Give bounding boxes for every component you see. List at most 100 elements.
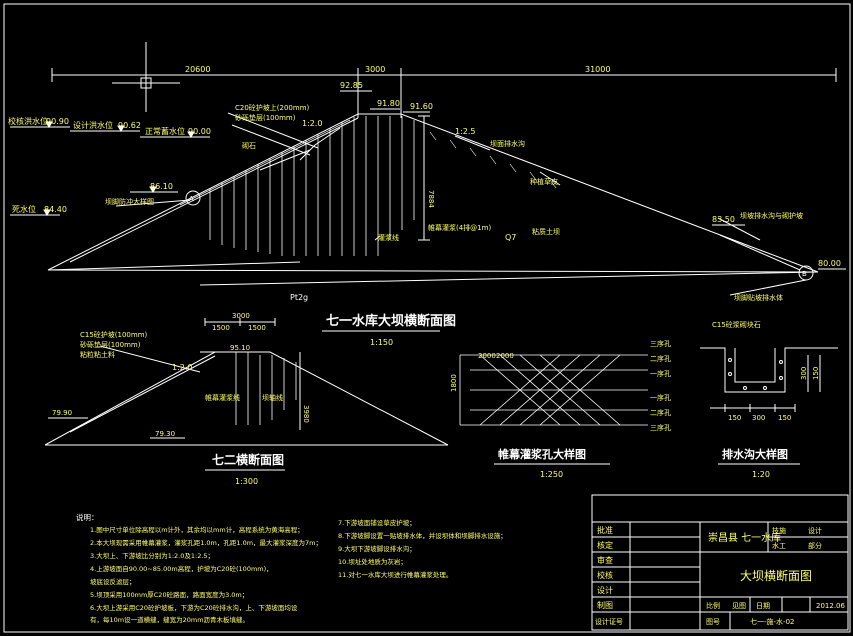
tb-check: 校核 [597, 570, 613, 580]
label-grout-line: 灌浆线 [378, 233, 399, 242]
second-concrete: C15砼护坡(100mm) [80, 330, 148, 339]
second-dim-top: 3000 [232, 312, 250, 320]
tb-draw: 制图 [597, 600, 613, 610]
label-dead-level: 死水位 [12, 204, 36, 214]
grout-dim-a: 2000 [478, 352, 496, 360]
note-6: 6.大坝上游采用C20砼护坡板，下游为C20砼排水沟，上、下游坡面均设 [90, 603, 298, 612]
second-dim-height: 3980 [302, 405, 310, 423]
drain-dim-h2: 150 [812, 367, 820, 380]
drain-dim-a: 150 [728, 414, 741, 422]
dim-height: 7884 [427, 190, 435, 208]
drain-scale: 1:20 [752, 470, 770, 479]
tb-date-val: 2012.06 [816, 602, 845, 610]
label-clay: 粘质土坝 [532, 227, 560, 236]
second-crest: 95.10 [230, 344, 250, 352]
note-9: 9.大坝下游坡脚设排水沟； [338, 544, 416, 553]
label-normal-level: 正常蓄水位 [145, 126, 185, 136]
second-title: 七二横断面图 [212, 452, 284, 467]
grout-row-3: 一序孔 [650, 369, 671, 378]
grout-row-1: 三序孔 [650, 339, 671, 348]
drain-dim-h1: 300 [800, 367, 808, 380]
note-6b: 有，每10m设一道横缝，缝宽为20mm沥青木板填缝。 [90, 615, 249, 624]
grout-row-2: 二序孔 [650, 354, 671, 363]
label-turf: 种植草皮 [530, 177, 558, 186]
second-dim-b: 1500 [248, 324, 266, 332]
value-berm: 86.10 [150, 182, 173, 191]
value-design-flood: 90.62 [118, 121, 141, 130]
label-filter: 坝坡排水沟与砌护坡 [740, 211, 803, 220]
second-scale: 1:300 [235, 477, 258, 486]
label-check-flood: 校核洪水位 [8, 116, 48, 126]
tb-project: 崇昌县 七一水库 [708, 531, 781, 544]
value-dead-level: 84.40 [44, 205, 67, 214]
label-core: Q7 [505, 233, 516, 242]
note-3: 3.大坝上、下游坡比分别为1:2.0及1:2.5； [90, 551, 214, 560]
grout-detail [459, 354, 648, 426]
drain-detail [700, 347, 838, 412]
value-normal-level: 90.00 [188, 127, 211, 136]
notes-heading: 说明： [76, 512, 99, 522]
note-7: 7.下游坡面铺设草皮护坡； [338, 518, 416, 527]
drain-label: C15砼浆砌块石 [712, 320, 761, 329]
tb-review: 审查 [597, 555, 613, 565]
second-toe-level: 79.30 [155, 430, 175, 438]
second-slope: 1:2.0 [172, 363, 193, 372]
note-4: 4.上游坡面自90.00~85.00m高程，护坡为C20砼(100mm)， [90, 564, 273, 573]
main-section [10, 42, 846, 296]
tb-design: 设计 [597, 585, 613, 595]
grout-row-5: 二序孔 [650, 408, 671, 417]
second-cushion: 砂砾垫层(100mm) [80, 340, 141, 349]
grout-row-6: 三序孔 [650, 423, 671, 432]
second-grout: 帷幕灌浆线 [205, 393, 240, 402]
value-toe: 80.00 [818, 259, 841, 268]
tb-scale-val: 见图 [732, 602, 746, 610]
second-clay: 粘粒粘土料 [80, 350, 115, 359]
grout-scale: 1:250 [540, 470, 563, 479]
drawing-frame [3, 3, 851, 633]
tb-stage2: 水工 [772, 541, 786, 550]
grout-title: 帷幕灌浆孔大样图 [498, 447, 586, 461]
tb-verify: 核定 [597, 540, 613, 550]
tb-stage2b: 部分 [808, 541, 822, 550]
drain-dim-b: 300 [752, 414, 765, 422]
value-check-flood: 90.90 [46, 117, 69, 126]
tb-scale-label: 比例 [706, 601, 720, 610]
tb-approve: 批准 [597, 525, 613, 535]
drain-dim-c: 150 [778, 414, 791, 422]
title-block [591, 494, 849, 631]
label-riverbed: Pt2g [290, 293, 308, 302]
value-right-bench: 83.50 [712, 215, 735, 224]
label-drain-ditch: 坝面排水沟 [490, 139, 525, 148]
label-drain-body: 坝脚贴坡排水体 [734, 293, 783, 302]
label-concrete: C20砼护坡上(200mm) [235, 103, 310, 112]
note-11: 11.对七一水库大坝进行帷幕灌浆处理。 [338, 570, 452, 579]
note-2: 2.本大坝现需采用帷幕灌浆，灌浆孔距1.0m，孔距1.0m，最大灌浆深度为7m； [90, 538, 322, 547]
label-upstream-slope: 1:2.0 [302, 119, 323, 128]
label-rock: 砌石 [242, 142, 256, 150]
note-8: 8.下游坡脚设置一贴坡排水体，并设坝体和坝脚排水设施； [338, 531, 507, 540]
dim-right: 31000 [585, 65, 610, 74]
tb-no-label: 图号 [706, 618, 720, 626]
label-design-flood: 设计洪水位 [73, 120, 113, 130]
main-title: 七一水库大坝横断面图 [326, 313, 456, 329]
note-4b: 坡底设反滤层； [90, 577, 136, 586]
dim-mid: 3000 [365, 65, 385, 74]
second-axis: 坝轴线 [262, 393, 283, 402]
grout-row-4: 一序孔 [650, 393, 671, 402]
label-cushion: 砂砾垫层(100mm) [235, 113, 296, 122]
tb-stage1b: 设计 [808, 526, 822, 535]
main-scale: 1:150 [370, 338, 393, 347]
note-5: 5.坝顶采用100mm厚C20砼路面，路面宽度为3.0m； [90, 590, 248, 599]
tb-drawing-name: 大坝横断面图 [740, 568, 812, 583]
second-section [44, 318, 449, 446]
tb-date-label: 日期 [756, 602, 770, 610]
value-crest-right: 91.60 [410, 102, 433, 111]
label-grout-hole: 帷幕灌浆(4排@1m) [428, 223, 491, 232]
second-dim-a: 1500 [212, 324, 230, 332]
note-10: 10.坝址处地质为灰岩； [338, 557, 407, 566]
grout-dim-h: 1800 [450, 374, 458, 392]
note-1: 1.图中尺寸单位除高程以m计外，其余均以mm计，高程系统为黄海高程； [90, 525, 304, 534]
label-toe-protect: 坝脚防冲大样图 [105, 197, 154, 206]
value-crest-mid: 91.80 [377, 99, 400, 108]
tb-no-val: 七一-施-水-02 [750, 617, 795, 626]
